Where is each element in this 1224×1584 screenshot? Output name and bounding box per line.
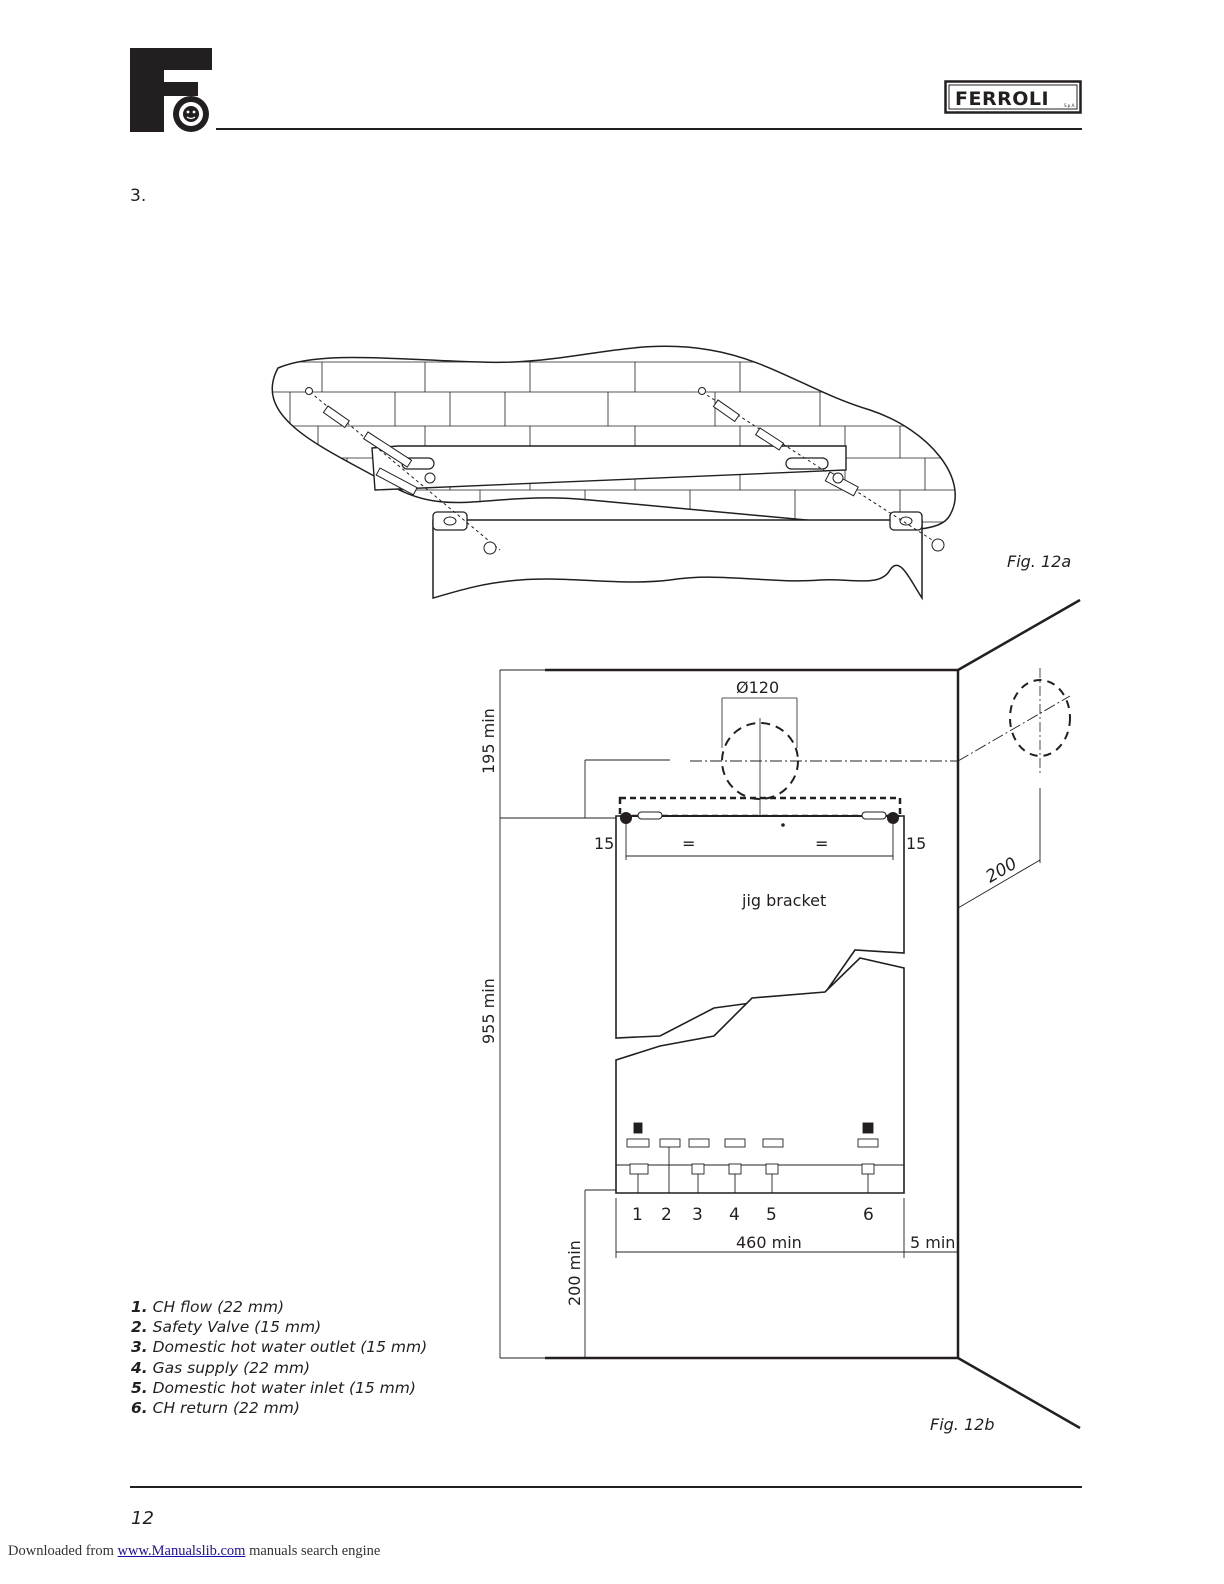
connection-1-label: 1 (632, 1205, 643, 1225)
legend-text: Safety Valve (15 mm) (152, 1318, 322, 1337)
step-number: 3. (130, 186, 147, 206)
fig-12b-caption: Fig. 12b (930, 1415, 995, 1434)
equal-right-label: = (815, 834, 828, 853)
legend-number: 1. (131, 1298, 148, 1316)
legend-text: Domestic hot water inlet (15 mm) (152, 1378, 416, 1397)
legend-item: 2. Safety Valve (15 mm) (131, 1317, 427, 1337)
connection-3-label: 3 (692, 1205, 703, 1225)
side-clearance-label: 5 min (910, 1233, 955, 1252)
connections-legend: 1. CH flow (22 mm) 2. Safety Valve (15 m… (131, 1297, 427, 1418)
download-suffix: manuals search engine (249, 1543, 381, 1559)
brand-text: FERROLI (955, 88, 1049, 110)
legend-item: 6. CH return (22 mm) (131, 1398, 427, 1418)
brand-suffix: S.p.A. (1064, 103, 1076, 108)
width-label: 460 min (736, 1233, 802, 1252)
jig-bracket-label: jig bracket (741, 891, 826, 910)
legend-number: 5. (131, 1378, 148, 1397)
connection-5-label: 5 (766, 1205, 777, 1225)
legend-item: 3. Domestic hot water outlet (15 mm) (131, 1337, 427, 1357)
legend-number: 4. (131, 1358, 148, 1377)
connection-4-label: 4 (729, 1205, 740, 1225)
bottom-clearance-label: 200 min (565, 1240, 584, 1306)
connection-2-label: 2 (661, 1205, 672, 1225)
flue-diameter-label: Ø120 (736, 678, 779, 697)
download-prefix: Downloaded from (8, 1543, 114, 1559)
legend-text: CH return (22 mm) (152, 1399, 300, 1418)
right-offset-label: 15 (906, 834, 926, 853)
header-rule (216, 128, 1082, 130)
manualslib-link[interactable]: www.Manualslib.com (117, 1543, 246, 1559)
legend-item: 4. Gas supply (22 mm) (131, 1358, 427, 1378)
legend-item: 5. Domestic hot water inlet (15 mm) (131, 1378, 427, 1398)
legend-text: Domestic hot water outlet (15 mm) (152, 1338, 428, 1357)
legend-item: 1. CH flow (22 mm) (131, 1297, 427, 1317)
ferroli-brand-logo: FERROLI S.p.A. (944, 80, 1082, 114)
height-clearance-label: 955 min (479, 978, 498, 1044)
legend-number: 3. (131, 1338, 148, 1357)
legend-number: 6. (131, 1399, 148, 1418)
legend-text: CH flow (22 mm) (152, 1298, 285, 1316)
connection-6-label: 6 (863, 1205, 874, 1225)
fig-12a-caption: Fig. 12a (1007, 552, 1072, 571)
page-number: 12 (131, 1508, 154, 1529)
ferroli-f-logo (130, 48, 212, 132)
footer-rule (130, 1486, 1082, 1488)
fig-12b-clearances: Ø120 195 min 955 min 200 min 15 15 = = j… (479, 598, 1081, 1430)
download-footer: Downloaded from www.Manualslib.com manua… (8, 1543, 380, 1560)
legend-number: 2. (131, 1318, 148, 1337)
equal-left-label: = (682, 834, 695, 853)
left-offset-label: 15 (594, 834, 614, 853)
top-clearance-label: 195 min (479, 708, 498, 774)
legend-text: Gas supply (22 mm) (152, 1358, 311, 1377)
fig-12a-wall-mounting (271, 345, 956, 601)
